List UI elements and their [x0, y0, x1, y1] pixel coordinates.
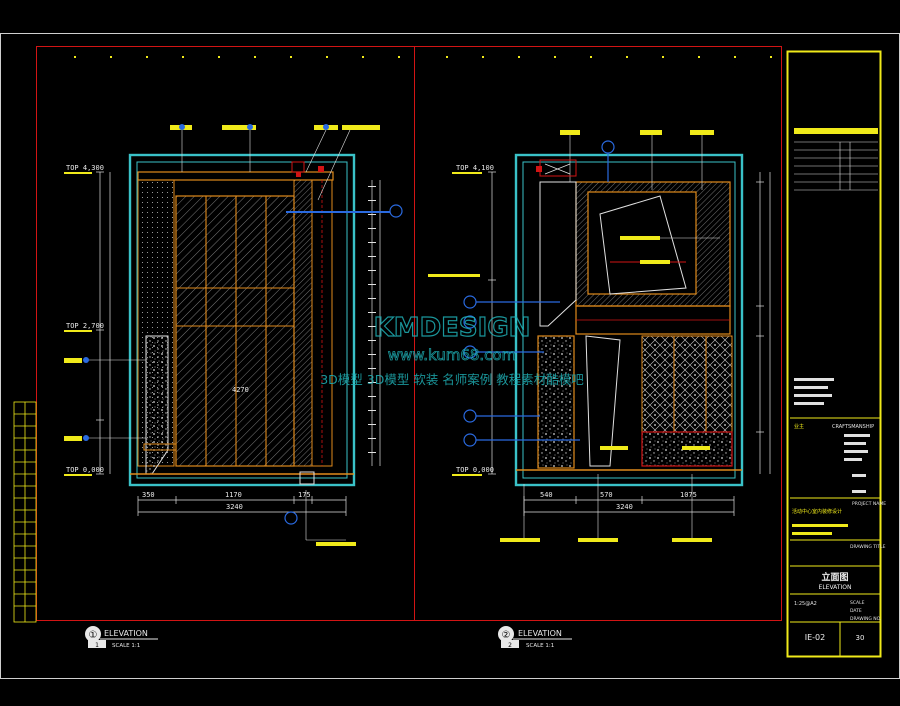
svg-text:1075: 1075 — [680, 491, 697, 499]
left-elevation-badge-text: ① — [89, 630, 98, 641]
watermark: KMDESIGN www.kum68.com 3D模型 3D模型 软装 名师案例… — [320, 312, 584, 387]
svg-text:175: 175 — [298, 491, 311, 499]
side-grid — [13, 401, 37, 623]
svg-text:3240: 3240 — [616, 503, 633, 511]
watermark-brand: KMDESIGN — [374, 313, 531, 343]
drawing-title-en: ELEVATION — [819, 584, 852, 591]
date-label: DATE — [850, 608, 862, 614]
left-elevation-scale: SCALE 1:1 — [112, 643, 140, 649]
left-elevation-number: 1 — [95, 642, 99, 649]
left-elevation-badge — [85, 626, 101, 642]
sheet-number: 30 — [856, 634, 865, 642]
svg-text:TOP 4,300: TOP 4,300 — [66, 164, 104, 172]
svg-text:TOP 4,100: TOP 4,100 — [456, 164, 494, 172]
right-elevation-scale: SCALE 1:1 — [526, 643, 554, 649]
svg-text:TOP 2,700: TOP 2,700 — [66, 322, 104, 330]
right-elevation-badge — [498, 626, 514, 642]
right-elevation-title-block: ② 2 ELEVATION SCALE 1:1 — [498, 626, 572, 649]
client-label: 业主 — [794, 423, 804, 430]
svg-text:TOP 0,000: TOP 0,000 — [456, 466, 494, 474]
project-name: 活动中心室内装修设计 — [792, 508, 842, 515]
right-elevation-badge-text: ② — [502, 630, 511, 641]
svg-text:350: 350 — [142, 491, 155, 499]
svg-text:TOP 0,000: TOP 0,000 — [66, 466, 104, 474]
svg-text:570: 570 — [600, 491, 613, 499]
scale-label: SCALE — [850, 600, 865, 606]
right-elevation: TOP 4,100 TOP 0,000 3240 540 570 1075 — [428, 56, 772, 542]
client-value: CRAFTSMANSHIP — [832, 424, 874, 430]
drawing-no-label: DRAWING NO. — [850, 616, 881, 622]
svg-text:4270: 4270 — [232, 386, 249, 394]
svg-text:540: 540 — [540, 491, 553, 499]
right-elevation-title: ELEVATION — [518, 629, 562, 638]
left-elevation-title: ELEVATION — [104, 629, 148, 638]
scale-value: 1:25@A2 — [794, 601, 817, 607]
right-elevation-number: 2 — [508, 642, 512, 649]
drawing-title-cn: 立面图 — [821, 571, 848, 583]
left-elevation: TOP 4,300 TOP 2,700 TOP 0,000 350 1170 1… — [64, 56, 403, 546]
svg-text:1170: 1170 — [225, 491, 242, 499]
svg-text:3240: 3240 — [226, 503, 243, 511]
title-block: 业主 CRAFTSMANSHIP PROJECT NAME 活动中心室内装修设计… — [790, 128, 886, 656]
drawing-title-label: DRAWING TITLE — [850, 544, 886, 550]
watermark-tagline: 3D模型 3D模型 软装 名师案例 教程素材酷模吧 — [320, 372, 584, 387]
watermark-url: www.kum68.com — [388, 346, 516, 364]
project-name-label: PROJECT NAME — [852, 501, 886, 507]
drawing-number: IE-02 — [805, 633, 825, 642]
left-elevation-title-block: ① 1 ELEVATION SCALE 1:1 — [85, 626, 158, 649]
